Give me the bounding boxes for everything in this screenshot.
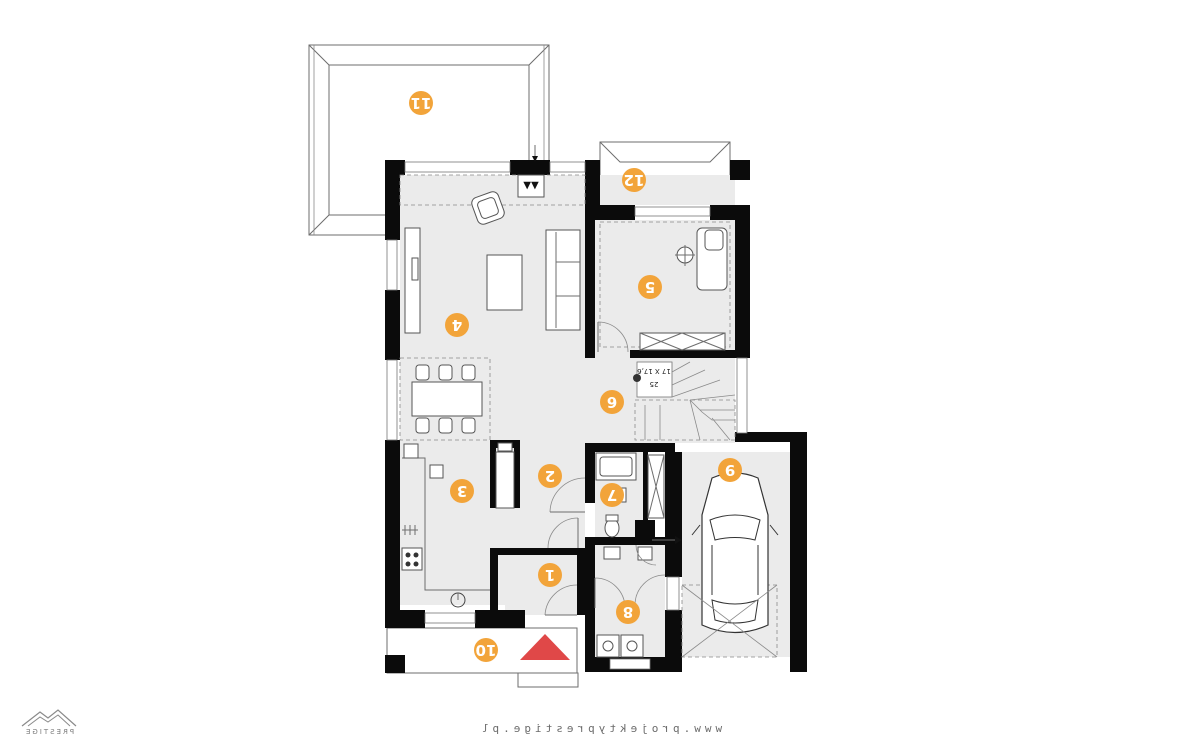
doors xyxy=(544,477,666,616)
website-footer[interactable]: www.projektyprestige.pl xyxy=(477,722,723,735)
svg-text:10: 10 xyxy=(476,641,497,659)
laundry-fixtures xyxy=(596,536,682,658)
svg-text:1: 1 xyxy=(545,566,555,584)
room-badge-10[interactable]: 10 xyxy=(474,638,498,662)
svg-text:8: 8 xyxy=(623,603,633,621)
car xyxy=(681,472,779,658)
room-badge-2[interactable]: 2 xyxy=(538,464,562,488)
room-badge-4[interactable]: 4 xyxy=(445,313,469,337)
prestige-logo: PRESTIGE xyxy=(14,704,84,740)
stairs-label-2: 25 xyxy=(650,380,659,388)
living-furniture: ▲▲ xyxy=(404,145,581,334)
room-badge-9[interactable]: 9 xyxy=(718,458,742,482)
svg-text:▲▲: ▲▲ xyxy=(523,180,539,191)
room-badges: 1 2 3 4 5 6 7 8 xyxy=(409,91,742,662)
windows xyxy=(386,161,748,670)
svg-text:5: 5 xyxy=(645,278,655,296)
svg-text:12: 12 xyxy=(624,171,645,189)
mountain-logo-icon xyxy=(21,709,77,727)
svg-text:2: 2 xyxy=(545,467,555,485)
svg-text:11: 11 xyxy=(411,94,432,112)
svg-text:4: 4 xyxy=(452,316,462,334)
room-badge-6[interactable]: 6 xyxy=(600,390,624,414)
svg-text:7: 7 xyxy=(607,486,617,504)
svg-text:3: 3 xyxy=(457,482,467,500)
room-badge-3[interactable]: 3 xyxy=(450,479,474,503)
stairs-label-1: 17 X 17,6 xyxy=(637,367,671,375)
room-badge-8[interactable]: 8 xyxy=(616,600,640,624)
kitchen xyxy=(401,442,515,608)
stairs: 17 X 17,6 25 xyxy=(633,361,736,441)
walls xyxy=(385,160,807,673)
entrance-arrow xyxy=(520,634,570,660)
office-furniture xyxy=(597,227,728,353)
room-badge-11[interactable]: 11 xyxy=(409,91,433,115)
room-badge-1[interactable]: 1 xyxy=(538,563,562,587)
svg-text:9: 9 xyxy=(725,461,735,479)
room-badge-7[interactable]: 7 xyxy=(600,483,624,507)
svg-text:6: 6 xyxy=(607,393,617,411)
room-badge-5[interactable]: 5 xyxy=(638,275,662,299)
dining-table xyxy=(411,364,483,434)
room-badge-12[interactable]: 12 xyxy=(622,168,646,192)
